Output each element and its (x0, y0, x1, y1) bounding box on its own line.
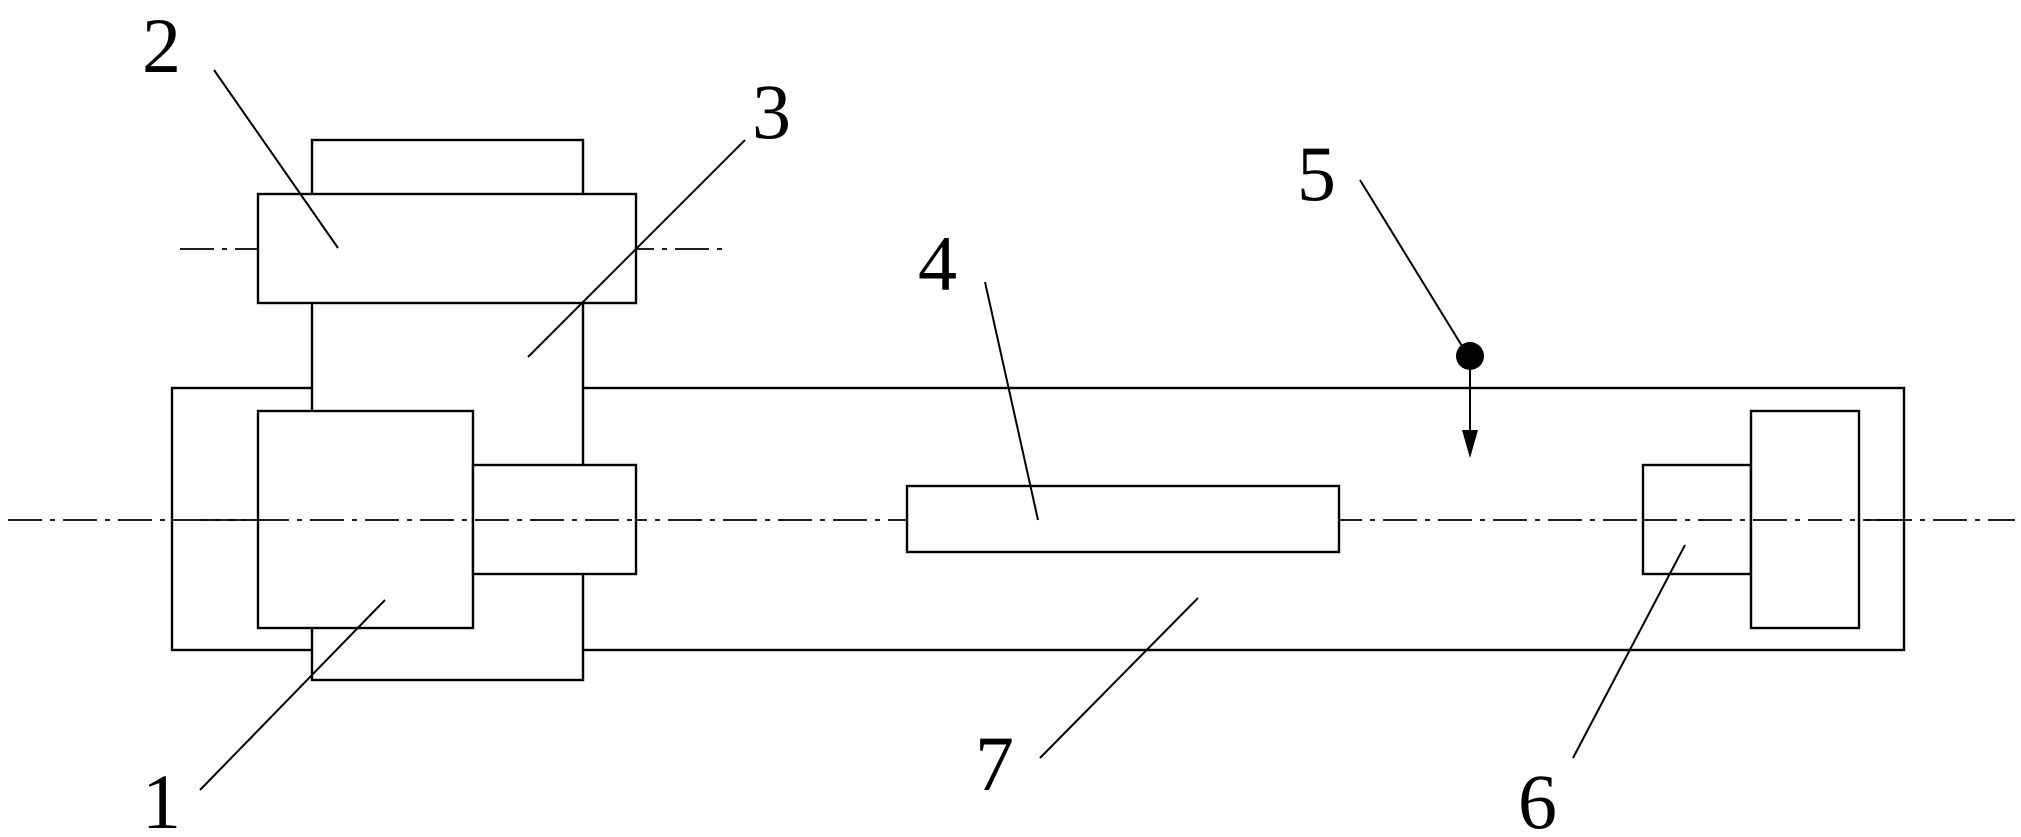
leader-line-7 (1040, 598, 1198, 758)
part-label-5: 5 (1297, 130, 1336, 217)
leader-line-4 (985, 282, 1038, 520)
upper-roller (258, 194, 636, 303)
part-label-1: 1 (142, 758, 181, 837)
workpiece-bar (907, 486, 1339, 552)
part-label-6: 6 (1518, 758, 1557, 837)
part-label-3: 3 (752, 68, 791, 155)
leader-line-6 (1573, 545, 1685, 758)
part-label-2: 2 (142, 2, 181, 89)
leader-line-5 (1360, 180, 1462, 346)
load-arrow-head (1462, 430, 1478, 458)
part-label-4: 4 (918, 220, 957, 307)
part-label-7: 7 (975, 720, 1014, 807)
